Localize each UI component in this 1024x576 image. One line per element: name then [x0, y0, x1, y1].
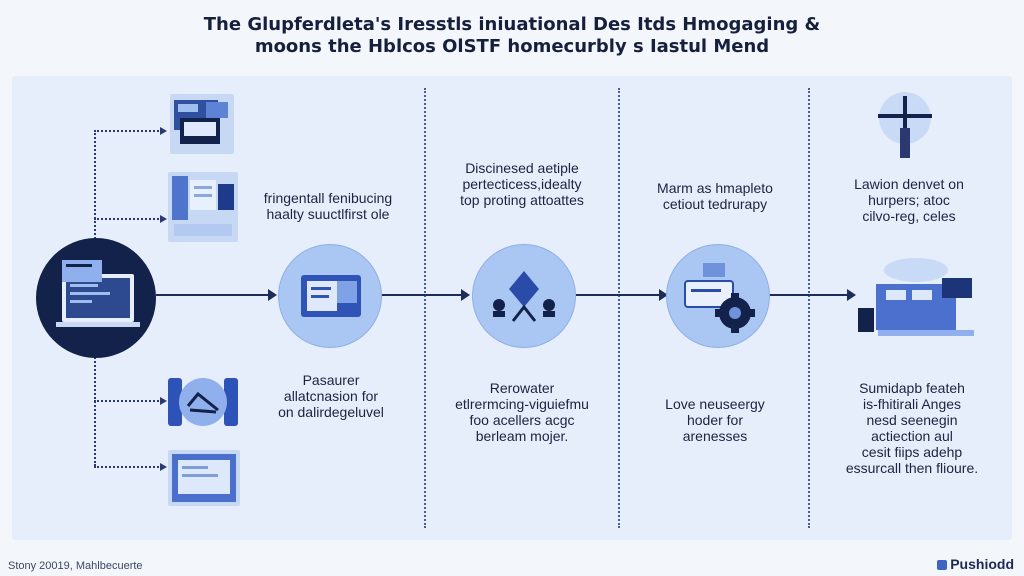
stage-1-node	[278, 244, 382, 348]
hub-connector	[94, 466, 162, 468]
analytics-thumbnail	[168, 172, 238, 242]
brand-logo: Pushiodd	[937, 556, 1014, 572]
stage-divider	[424, 88, 426, 528]
dashboard-thumbnail	[170, 94, 234, 154]
factory-icon	[858, 258, 974, 336]
stage-1-top-text: fringentall fenibucing haalty suuctlfirs…	[263, 190, 393, 222]
title-line-1: The Glupferdleta's Iresstls iniuational …	[203, 14, 821, 35]
brand-mark-icon	[937, 560, 948, 570]
document-icon	[301, 275, 361, 317]
gear-icon	[684, 263, 755, 333]
stage-2-node	[472, 244, 576, 348]
flow-arrowhead	[847, 289, 856, 301]
document-icon	[172, 454, 236, 502]
title-line-2: moons the Hblcos OlSTF homecurbly s Iast…	[254, 36, 770, 57]
factory-illustration	[856, 250, 984, 346]
report-thumbnail	[168, 450, 240, 506]
stage-3-top-text: Marm as hmapleto cetiout tedrurapy	[657, 180, 773, 212]
connector-arrowhead	[160, 397, 167, 405]
flow-line	[156, 294, 270, 296]
stage-3-bottom-text: Love neuseergy hoder for arenesses	[665, 396, 765, 444]
flow-arrowhead	[268, 289, 277, 301]
flow-arrowhead	[659, 289, 668, 301]
stage-3-node	[666, 244, 770, 348]
stage-4-bottom-text: Sumidapb feateh is-fhitirali Anges nesd …	[845, 380, 979, 476]
wind-turbine-icon	[878, 92, 932, 158]
ai-network-icon	[493, 271, 555, 322]
flow-line	[576, 294, 660, 296]
flow-arrowhead	[461, 289, 470, 301]
link-thumbnail	[168, 370, 238, 434]
link-icon	[168, 378, 238, 426]
connector-arrowhead	[160, 463, 167, 471]
connector-arrowhead	[160, 215, 167, 223]
footer-credit: Stony 20019, Mahlbecuerte	[8, 560, 143, 572]
hub-connector	[94, 400, 162, 402]
flow-line	[380, 294, 462, 296]
monitor-icon	[174, 100, 228, 144]
flow-line	[768, 294, 848, 296]
brand-name: Pushiodd	[950, 556, 1014, 572]
hub-connector	[94, 218, 162, 220]
stage-2-top-text: Discinesed aetiple pertecticess,idealty …	[460, 160, 584, 208]
stage-2-bottom-text: Rerowater etlrermcing-viguiefmu foo acel…	[455, 380, 589, 444]
dashboard-icon	[172, 176, 234, 236]
wind-turbine-illustration	[872, 88, 938, 162]
hub-connector	[94, 130, 162, 132]
stage-divider	[808, 88, 810, 528]
stage-divider	[618, 88, 620, 528]
page-title: The Glupferdleta's Iresstls iniuational …	[0, 14, 1024, 58]
connector-arrowhead	[160, 127, 167, 135]
hub-node	[36, 238, 156, 358]
laptop-icon	[56, 260, 140, 327]
stage-4-top-text: Lawion denvet on hurpers; atoc cilvo-reg…	[854, 176, 964, 224]
stage-1-bottom-text: Pasaurer allatcnasion for on dalirdegelu…	[278, 372, 384, 420]
